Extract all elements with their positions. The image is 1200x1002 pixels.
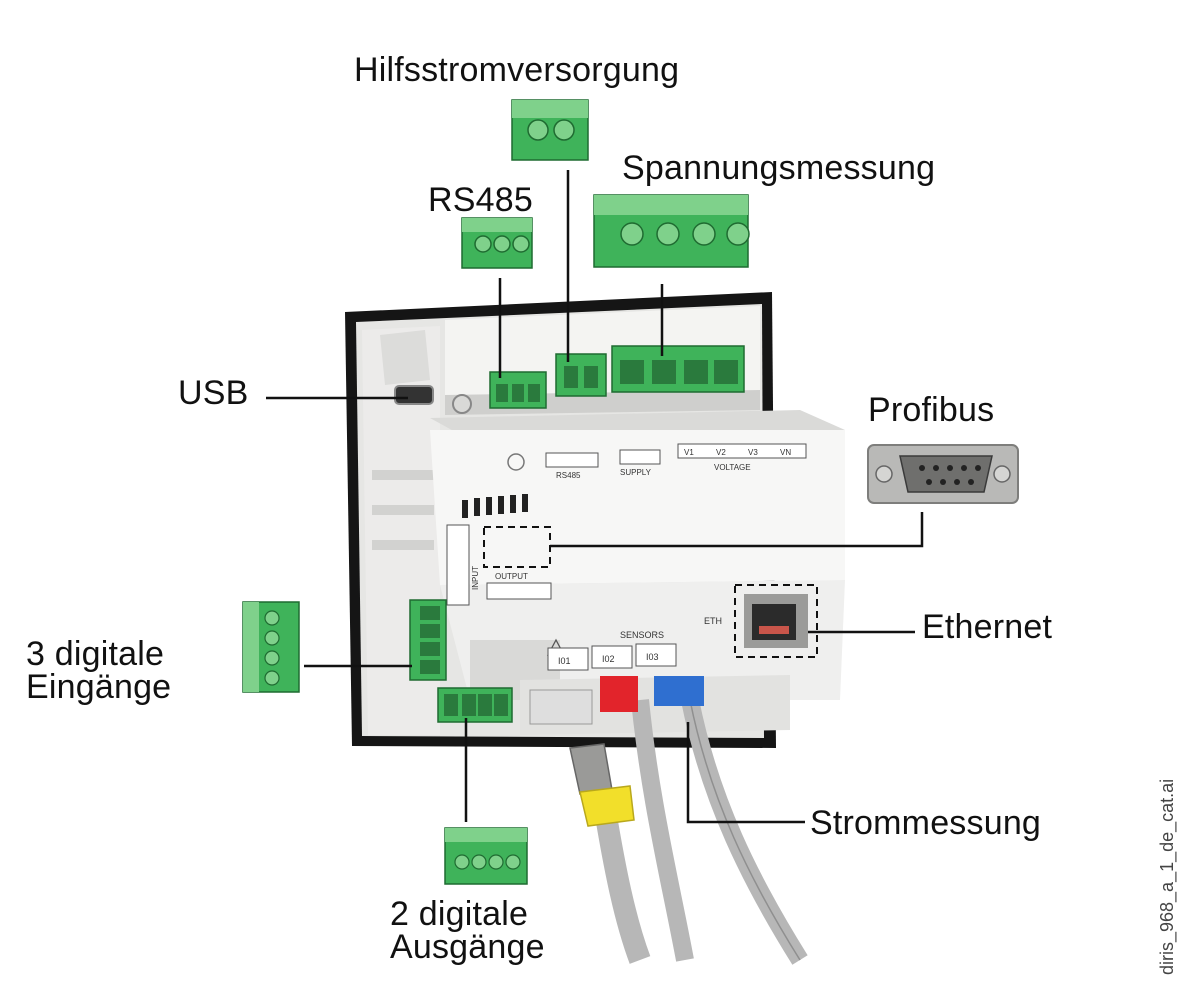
socket-slot — [584, 366, 598, 388]
input-marking-panel — [446, 524, 470, 606]
sensor-i01-marking: I01 — [558, 656, 571, 666]
left-fin-3 — [372, 540, 434, 550]
leader-profibus — [550, 512, 924, 548]
mounting-screw — [452, 394, 472, 414]
sensor-i01-box — [547, 647, 589, 671]
profibus-pin — [961, 465, 967, 471]
rs485-detached-connector — [461, 217, 533, 269]
supply-marking-box — [619, 449, 661, 465]
aux-supply-detached-connector — [511, 99, 589, 161]
output-marking-panel — [486, 582, 552, 600]
leader-current — [686, 722, 805, 824]
socket-slot — [420, 642, 440, 656]
cable-left — [594, 808, 651, 964]
socket-slot — [714, 360, 738, 384]
profibus-pin — [919, 465, 925, 471]
label-voltage-measurement: Spannungsmessung — [622, 149, 936, 187]
bolt-symbol — [507, 453, 525, 471]
ethernet-port-pins — [759, 626, 789, 634]
rs485-marking-box — [545, 452, 599, 468]
cable-right-outline — [689, 699, 801, 961]
left-fin-1 — [372, 470, 434, 480]
vent-slot — [510, 495, 516, 513]
rs485-marking: RS485 — [556, 471, 581, 480]
profibus-pin — [926, 479, 932, 485]
profibus-pin — [954, 479, 960, 485]
sensors-marking: SENSORS — [620, 630, 664, 640]
label-digital-outputs: 2 digitale Ausgänge — [390, 895, 545, 966]
profibus-screw-left — [875, 465, 893, 483]
socket-slot — [512, 384, 524, 402]
label-digital-outputs-line1: 2 digitale — [390, 895, 529, 933]
inputs-detached-connector — [242, 601, 300, 693]
label-digital-outputs-line2: Ausgänge — [390, 928, 545, 966]
sensor-i02-marking: I02 — [602, 654, 615, 664]
rj45-yellow-boot — [579, 785, 635, 827]
socket-slot — [496, 384, 508, 402]
profibus-pin — [947, 465, 953, 471]
input-marking: INPUT — [471, 566, 480, 590]
outputs-detached-connector — [444, 827, 528, 885]
sensor-socket-left — [529, 689, 593, 725]
socket-slot — [494, 694, 508, 716]
profibus-pin — [940, 479, 946, 485]
label-usb: USB — [178, 374, 249, 412]
socket-slot — [420, 660, 440, 674]
profibus-pin — [975, 465, 981, 471]
v1-marking: V1 — [684, 448, 694, 457]
label-aux-supply: Hilfsstromversorgung — [354, 51, 680, 89]
sensor-i02-box — [591, 645, 633, 669]
vent-slot — [474, 498, 480, 516]
voltage-marking-box — [677, 443, 807, 459]
left-clip — [380, 330, 430, 385]
profibus-pin — [933, 465, 939, 471]
label-digital-inputs-line2: Eingänge — [26, 668, 172, 706]
socket-slot — [478, 694, 492, 716]
label-profibus: Profibus — [868, 391, 995, 429]
ethernet-port-socket — [752, 604, 796, 640]
label-ethernet: Ethernet — [922, 608, 1053, 646]
supply-marking: SUPPLY — [620, 468, 652, 477]
cable-middle — [631, 699, 694, 962]
label-rs485: RS485 — [428, 181, 533, 219]
usb-port — [394, 385, 434, 405]
socket-slot — [652, 360, 676, 384]
output-marking: OUTPUT — [495, 572, 528, 581]
label-digital-inputs-line1: 3 digitale — [26, 635, 165, 673]
vent-slot — [462, 500, 468, 518]
rj45-plug-head — [569, 743, 613, 795]
plug-red — [600, 676, 638, 712]
voltage-marking: VOLTAGE — [714, 463, 751, 472]
socket-slot — [420, 624, 440, 638]
ethernet-dashed-box — [734, 584, 818, 658]
socket-slot — [684, 360, 708, 384]
socket-slot — [462, 694, 476, 716]
socket-slot — [564, 366, 578, 388]
socket-slot — [528, 384, 540, 402]
socket-slot — [620, 360, 644, 384]
vent-slot — [486, 497, 492, 515]
sensor-i03-box — [635, 643, 677, 667]
v2-marking: V2 — [716, 448, 726, 457]
sensor-i03-marking: I03 — [646, 652, 659, 662]
socket-slot — [444, 694, 458, 716]
label-digital-inputs: 3 digitale Eingänge — [26, 635, 172, 706]
plug-blue — [654, 676, 704, 706]
v3-marking: V3 — [748, 448, 758, 457]
vent-slot — [522, 494, 528, 512]
vn-marking: VN — [780, 448, 791, 457]
supply-socket-mounted — [555, 353, 607, 397]
profibus-pin — [968, 479, 974, 485]
profibus-connector-face — [899, 455, 993, 493]
left-fin-2 — [372, 505, 434, 515]
vent-slot — [498, 496, 504, 514]
eth-marking: ETH — [704, 616, 722, 626]
socket-slot — [420, 606, 440, 620]
voltage-detached-connector — [593, 194, 750, 268]
file-watermark: diris_968_a_1_de_cat.ai — [1157, 778, 1177, 975]
profibus-screw-right — [993, 465, 1011, 483]
label-current-measurement: Strommessung — [810, 804, 1042, 842]
